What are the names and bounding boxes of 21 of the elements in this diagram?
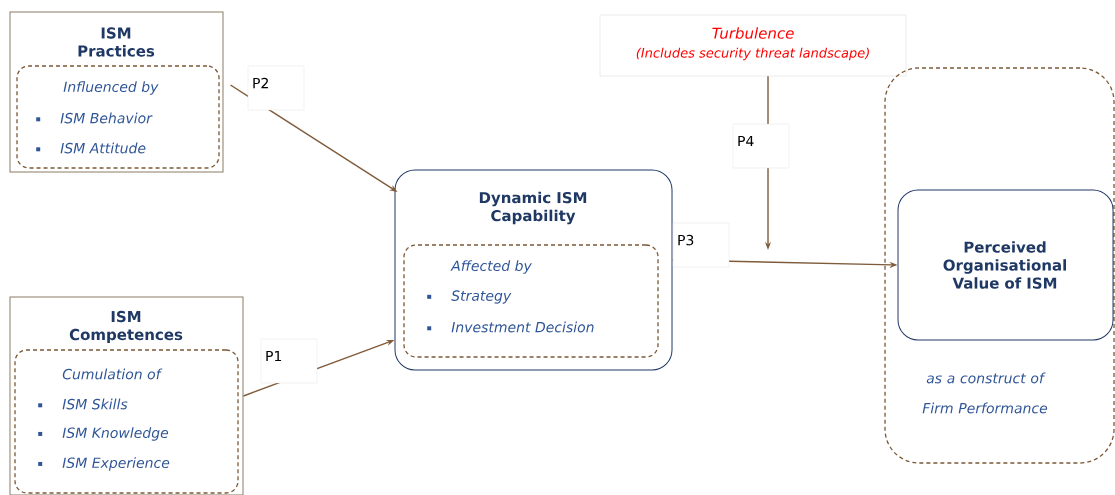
bullet-item: Investment Decision: [427, 321, 594, 333]
box-title: ISM Practices: [78, 27, 155, 57]
box-title: Perceived Organisational Value of ISM: [943, 241, 1066, 289]
box-title: ISM Competences: [69, 310, 183, 344]
bullet-item: ISM Experience: [38, 457, 170, 471]
bullet-item: ISM Skills: [38, 398, 128, 410]
edge-label: P2: [247, 65, 305, 111]
bullet-item: Strategy: [427, 290, 512, 304]
edge-label: P1: [260, 338, 318, 384]
edge-label: P4: [732, 123, 790, 169]
box-title: Dynamic ISM Capability: [479, 191, 587, 225]
list-heading: Influenced by: [63, 81, 159, 95]
list-heading: Affected by: [450, 260, 532, 274]
list-heading: Cumulation of: [62, 368, 163, 380]
bullet-item: ISM Behavior: [36, 112, 153, 124]
note-text: (Includes security threat landscape): [636, 47, 869, 61]
bullet-item: ISM Knowledge: [38, 427, 169, 441]
caption-text: as a construct of Firm Performance: [922, 372, 1048, 414]
edge-label: P3: [672, 222, 730, 268]
bullet-item: ISM Attitude: [36, 142, 146, 154]
note-title: Turbulence: [712, 27, 794, 39]
